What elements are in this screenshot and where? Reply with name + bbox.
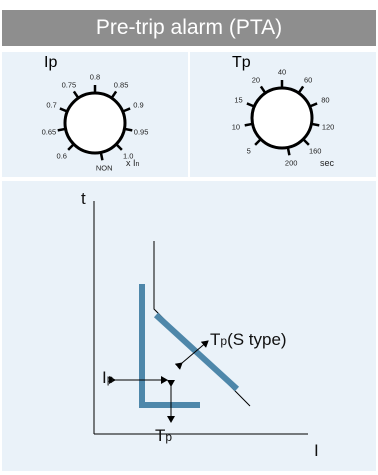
dial-ip-tick bbox=[59, 107, 67, 113]
dial-tp-tick bbox=[310, 102, 318, 108]
tps-label: Tp(S type) bbox=[210, 330, 287, 350]
dial-ip-tick-label: 0.65 bbox=[41, 127, 57, 137]
dial-ip-tick bbox=[116, 144, 123, 151]
dial-ip-tick bbox=[72, 90, 79, 98]
tp-label-main: T bbox=[155, 426, 166, 445]
dial-tp-tick bbox=[244, 122, 252, 127]
tp-dial-title: Tp bbox=[232, 54, 251, 71]
dial-ip-tick-label: NON bbox=[95, 163, 113, 173]
dial-tp-tick-label: 60 bbox=[303, 75, 313, 85]
dial-ip-tick bbox=[125, 127, 133, 132]
ip-dial-graphic bbox=[57, 85, 133, 161]
dial-tp-tick-label: 10 bbox=[231, 122, 241, 132]
y-axis-label: t bbox=[81, 189, 86, 208]
tp-dial-knob[interactable] bbox=[250, 86, 314, 150]
dial-tp-tick bbox=[286, 148, 291, 156]
tps-label-sub: p bbox=[220, 334, 228, 348]
ip-dial-ticks bbox=[57, 85, 133, 161]
pta-header: Pre-trip alarm (PTA) bbox=[2, 10, 376, 46]
dial-tp-tick bbox=[298, 85, 305, 93]
pta-title: Pre-trip alarm (PTA) bbox=[95, 16, 283, 39]
dial-tp-tick bbox=[303, 139, 310, 146]
tp-label-sub: p bbox=[165, 430, 173, 444]
x-axis-label: I bbox=[314, 441, 319, 460]
dial-ip-tick-label: 1.0 bbox=[123, 151, 134, 161]
dial-ip-tick bbox=[57, 127, 65, 132]
characteristic-graph-panel: t I Tp(S type) Ip Tp bbox=[2, 181, 376, 471]
dial-ip-tick-label: 0.7 bbox=[46, 100, 57, 110]
dial-ip-tick-label: 0.6 bbox=[56, 151, 67, 161]
tps-label-rest: (S type) bbox=[227, 330, 287, 349]
dial-tp-tick-label: 20 bbox=[251, 75, 261, 85]
dial-ip-tick-label: 0.8 bbox=[89, 72, 101, 82]
tp-dial-graphic bbox=[244, 80, 320, 156]
dial-ip-tick bbox=[99, 153, 104, 161]
dial-tp-tick-label: 80 bbox=[321, 95, 330, 105]
tp-unit-label: sec bbox=[320, 158, 335, 168]
ip-dial-knob[interactable] bbox=[63, 91, 127, 155]
dial-ip-tick-label: 0.85 bbox=[113, 80, 129, 90]
ip-unit-label: x In bbox=[126, 158, 139, 168]
dial-tp-tick-label: 40 bbox=[277, 67, 287, 77]
ip-unit-main: x I bbox=[126, 158, 136, 168]
dial-tp-tick bbox=[254, 139, 261, 146]
dial-tp-tick-label: 160 bbox=[308, 146, 322, 156]
ip-label-sub: p bbox=[106, 372, 114, 386]
ip-label-main: I bbox=[102, 368, 107, 387]
alarm-band-s-type bbox=[153, 312, 240, 392]
dial-ip-tick bbox=[67, 144, 74, 151]
tps-arrow bbox=[174, 340, 209, 370]
tp-label: Tp bbox=[155, 426, 172, 446]
dial-tp-tick bbox=[312, 122, 320, 127]
dial-tp-tick-label: 15 bbox=[234, 95, 243, 105]
tps-label-main: T bbox=[210, 330, 221, 349]
tp-dial-ticks bbox=[244, 80, 320, 156]
dial-ip-tick-label: 0.95 bbox=[133, 127, 149, 137]
ip-dial-title: Ip bbox=[44, 54, 58, 71]
dial-ip-tick-label: 0.75 bbox=[61, 80, 77, 90]
dial-tp-tick-label: 5 bbox=[246, 146, 251, 156]
ip-label: Ip bbox=[102, 368, 113, 388]
dial-tp-tick bbox=[246, 102, 254, 108]
dial-ip-tick bbox=[111, 90, 118, 98]
dial-ip-tick-label: 0.9 bbox=[133, 100, 144, 110]
dial-tp-tick bbox=[259, 85, 266, 93]
dial-tp-tick-label: 120 bbox=[321, 122, 335, 132]
tp-dial-panel: Tp 5 10 15 20 40 60 80 120 160 200 sec bbox=[190, 52, 376, 177]
dial-ip-tick bbox=[123, 107, 131, 113]
ip-unit-sub: n bbox=[135, 161, 140, 168]
characteristic-graph bbox=[93, 201, 308, 435]
alarm-band-definite bbox=[139, 284, 200, 408]
dial-tp-tick-label: 200 bbox=[284, 158, 298, 168]
